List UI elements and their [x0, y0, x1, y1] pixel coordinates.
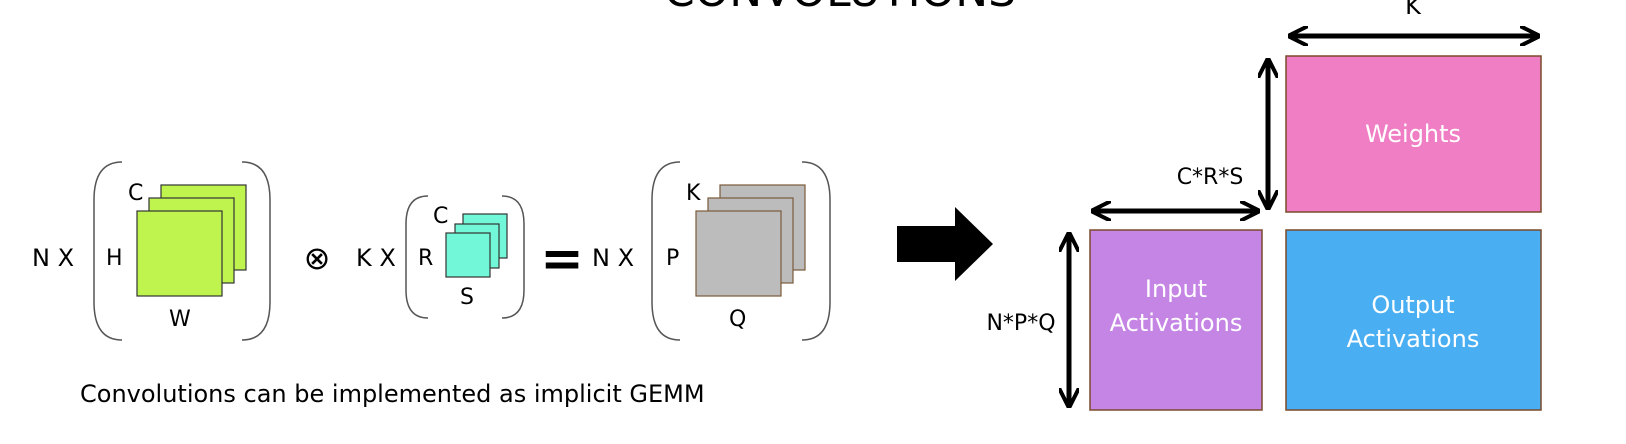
page-title: CONVOLUTIONS	[664, 0, 1016, 17]
output-right-paren	[801, 161, 831, 341]
output-left-paren	[651, 161, 681, 341]
convolution-operator: ⊗	[304, 239, 331, 277]
input-left-paren	[93, 161, 123, 341]
output-activations-block	[1285, 229, 1542, 411]
input-height-label: H	[106, 246, 123, 271]
diagram-caption: Convolutions can be implemented as impli…	[80, 380, 705, 408]
input-activations-label-line2: Activations	[1110, 309, 1243, 337]
equals-sign: =	[540, 229, 584, 289]
output-batch-prefix: N X	[592, 244, 634, 272]
weights-block	[1285, 55, 1542, 213]
input-batch-prefix: N X	[32, 244, 74, 272]
filter-width-label: S	[460, 285, 474, 310]
filter-height-label: R	[418, 246, 433, 271]
output-tensor-layer	[695, 210, 782, 297]
k-dimension-label: K	[1405, 0, 1422, 20]
filter-tensor-stack	[445, 213, 508, 278]
filter-tensor-layer	[445, 232, 491, 278]
filter-channel-label: C	[433, 204, 448, 229]
input-tensor-stack	[136, 184, 247, 297]
weights-label: Weights	[1365, 120, 1461, 148]
npq-dimension-label: N*P*Q	[986, 311, 1055, 336]
input-tensor-layer	[136, 210, 223, 297]
input-channel-label: C	[128, 181, 143, 206]
input-right-paren	[241, 161, 271, 341]
crs-dimension-label: C*R*S	[1177, 165, 1244, 190]
output-channel-label: K	[686, 181, 701, 206]
output-width-label: Q	[729, 307, 746, 332]
filter-right-paren	[501, 195, 525, 319]
input-width-label: W	[169, 307, 191, 332]
transform-arrow-icon	[897, 207, 993, 281]
output-tensor-stack	[695, 184, 806, 297]
input-activations-block	[1089, 229, 1263, 411]
input-activations-label-line1: Input	[1145, 275, 1207, 303]
filter-count-prefix: K X	[356, 244, 396, 272]
output-height-label: P	[666, 246, 679, 271]
output-activations-label-line1: Output	[1371, 291, 1454, 319]
filter-left-paren	[405, 195, 429, 319]
output-activations-label-line2: Activations	[1347, 325, 1480, 353]
